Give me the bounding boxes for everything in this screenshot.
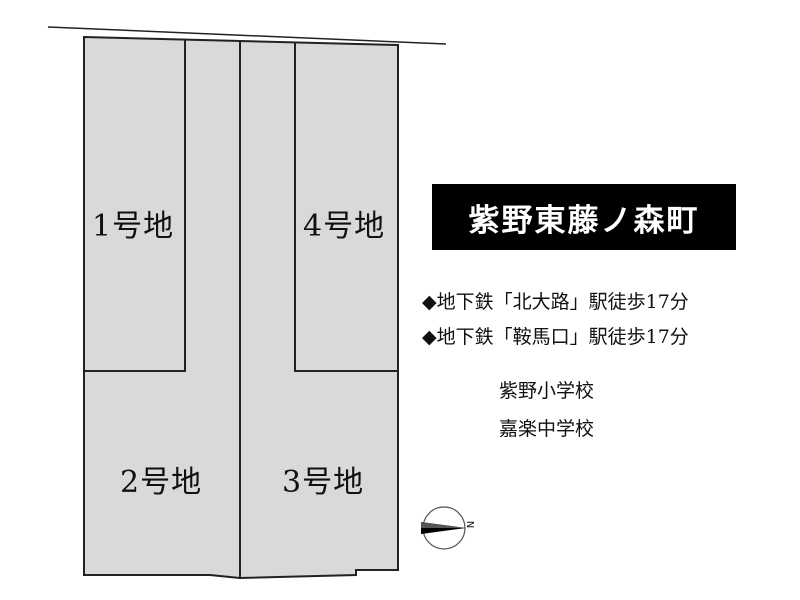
road-boundary-line xyxy=(47,26,447,45)
area-title: 紫野東藤ノ森町 xyxy=(432,184,736,250)
lot-3-label: 3号地 xyxy=(282,465,365,500)
lot-4-boundary xyxy=(294,42,398,372)
elementary-school: 紫野小学校 xyxy=(499,380,595,402)
lot-1-label: 1号地 xyxy=(92,209,175,244)
lot-4-area xyxy=(239,39,399,580)
lot-1-area xyxy=(83,35,241,580)
lot-2-label: 2号地 xyxy=(120,465,203,500)
lot-1-boundary xyxy=(84,39,186,372)
compass-north-label: N xyxy=(464,520,476,529)
access-kuramaguchi: ◆地下鉄「鞍馬口」駅徒歩17分 xyxy=(422,326,689,348)
lot-4-label: 4号地 xyxy=(303,209,386,244)
access-kitaoji: ◆地下鉄「北大路」駅徒歩17分 xyxy=(422,291,689,313)
junior-high-school: 嘉楽中学校 xyxy=(499,418,595,440)
compass-icon xyxy=(421,506,466,550)
